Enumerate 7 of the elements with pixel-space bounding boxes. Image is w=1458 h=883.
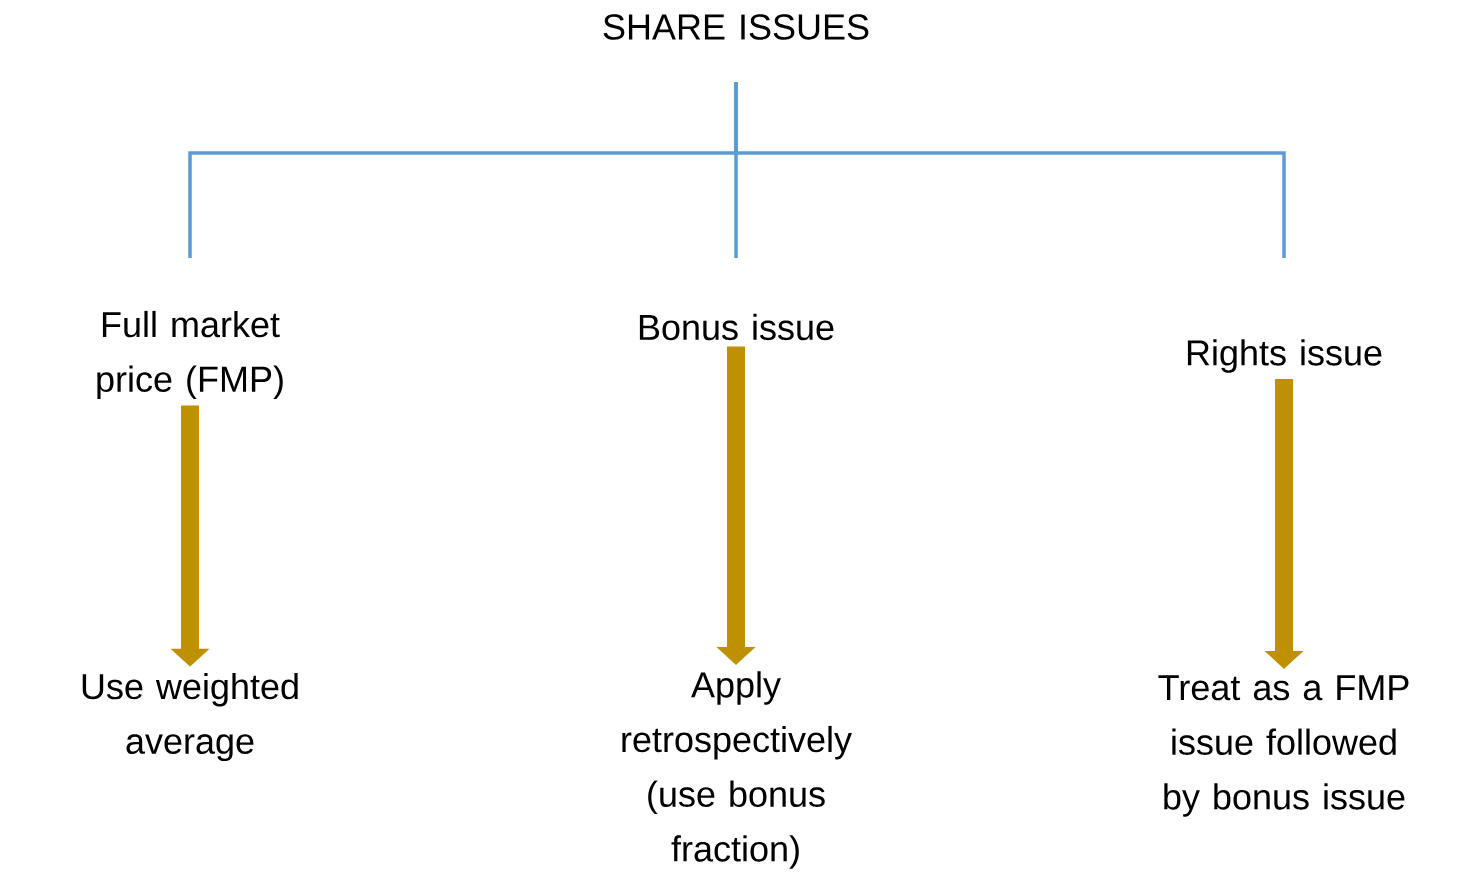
heading: SHARE ISSUES	[603, 14, 869, 40]
result-text: Treat as a FMP issue followed by bonus issue	[1158, 675, 1409, 817]
result-text: Use weighted average	[82, 672, 298, 762]
category-label: Bonus issue	[639, 313, 834, 341]
category-label: Full market price (FMP)	[97, 310, 283, 400]
category-label: Rights issue	[1187, 339, 1382, 373]
result-text: Apply retrospectively (use bonus fraction)	[622, 671, 852, 869]
